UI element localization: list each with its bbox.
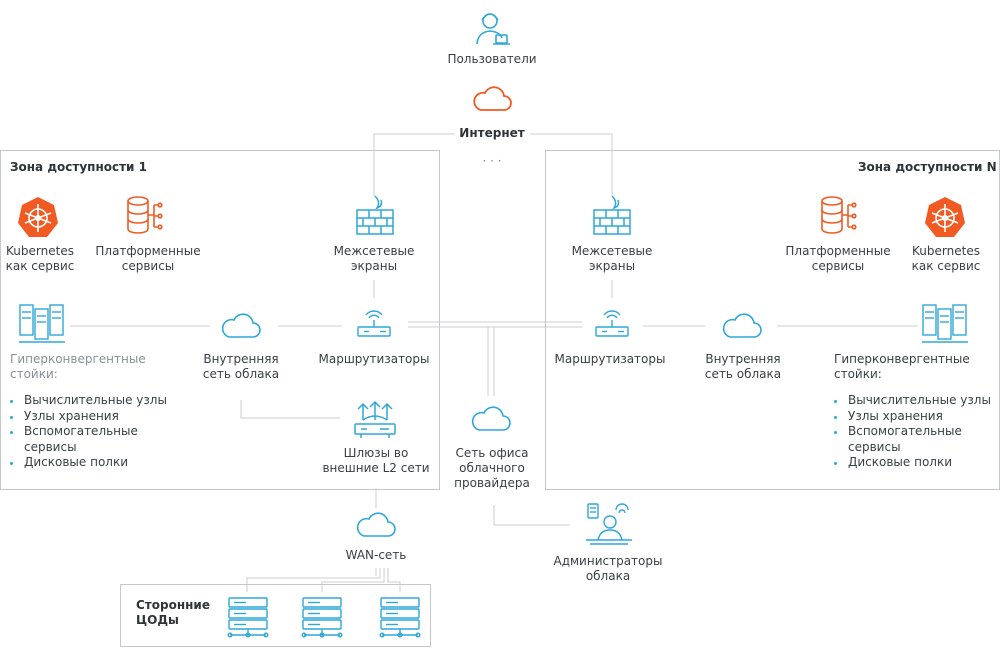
zoneN-hyper-title: Гиперконвергентные стойки: xyxy=(834,352,970,381)
zoneN-routers-label: Маршрутизаторы xyxy=(554,352,666,366)
user-laptop-icon xyxy=(476,13,510,45)
zone1-hyper-list: Вычислительные узлы Узлы хранения Вспомо… xyxy=(10,393,167,471)
zone1-firewall-label: Межсетевые экраны xyxy=(333,244,415,273)
zoneN-title: Зона доступности N xyxy=(858,160,997,174)
server-icon xyxy=(379,597,421,638)
router-icon xyxy=(357,310,391,337)
wan-label: WAN-сеть xyxy=(345,548,407,562)
office-net-label: Сеть офиса облачного провайдера xyxy=(454,446,530,490)
zone1-gateways-label: Шлюзы во внешние L2 сети xyxy=(322,446,430,475)
list-item: Вспомогательные сервисы xyxy=(10,424,167,455)
list-item: Вычислительные узлы xyxy=(10,393,167,409)
ellipsis: · · · xyxy=(482,154,502,168)
gateway-icon xyxy=(354,400,396,438)
wan-cloud-icon xyxy=(356,512,396,537)
kubernetes-icon xyxy=(925,197,965,237)
database-icon xyxy=(127,196,163,234)
server-icon xyxy=(227,597,269,638)
list-item: Узлы хранения xyxy=(834,409,991,425)
third-party-dc-label: Сторонние ЦОДы xyxy=(136,598,210,627)
admin-icon xyxy=(586,503,632,545)
zone1-kubernetes-label: Kubernetes как сервис xyxy=(5,244,75,273)
admins-label: Администраторы облака xyxy=(553,554,663,583)
list-item: Вычислительные узлы xyxy=(834,393,991,409)
zone1-routers-label: Маршрутизаторы xyxy=(318,352,430,366)
database-icon xyxy=(821,196,857,234)
list-item: Дисковые полки xyxy=(834,455,991,471)
zoneN-platform-label: Платформенные сервисы xyxy=(785,244,891,273)
server-rack-icon xyxy=(922,304,968,343)
firewall-icon xyxy=(356,195,394,235)
kubernetes-icon xyxy=(18,197,58,237)
zoneN-internal-net-label: Внутренняя сеть облака xyxy=(704,352,782,381)
zoneN-hyper-list: Вычислительные узлы Узлы хранения Вспомо… xyxy=(834,393,991,471)
list-item: Вспомогательные сервисы xyxy=(834,424,991,455)
server-rack-icon xyxy=(19,304,65,343)
users-label: Пользователи xyxy=(447,52,537,66)
router-icon xyxy=(595,310,629,337)
server-icon xyxy=(301,597,343,638)
zone1-platform-label: Платформенные сервисы xyxy=(95,244,201,273)
list-item: Дисковые полки xyxy=(10,455,167,471)
internet-label: Интернет xyxy=(459,126,525,140)
zone1-title: Зона доступности 1 xyxy=(10,160,147,174)
zone1-internal-net-label: Внутренняя сеть облака xyxy=(202,352,280,381)
zoneN-firewall-label: Межсетевые экраны xyxy=(571,244,653,273)
zoneN-kubernetes-label: Kubernetes как сервис xyxy=(911,244,981,273)
zone1-hyper-title: Гиперконвергентные стойки: xyxy=(10,352,146,381)
cloud-icon xyxy=(722,313,762,338)
cloud-icon xyxy=(221,313,261,338)
office-cloud-icon xyxy=(471,406,511,431)
internet-cloud-icon xyxy=(473,86,512,111)
list-item: Узлы хранения xyxy=(10,409,167,425)
firewall-icon xyxy=(593,195,631,235)
